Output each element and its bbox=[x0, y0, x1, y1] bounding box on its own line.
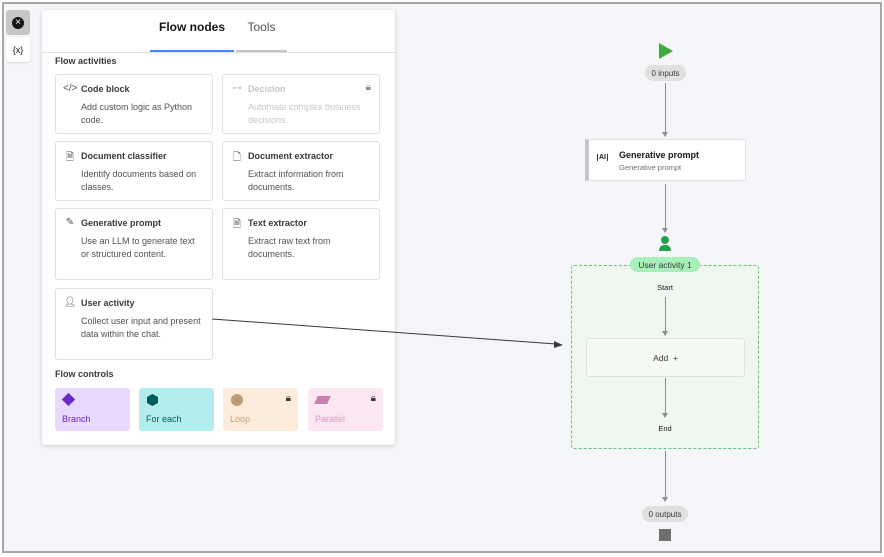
node-subtitle: Generative prompt bbox=[619, 163, 682, 172]
node-card-user-activity[interactable]: 👤︎ User activity Collect user input and … bbox=[55, 288, 213, 360]
card-title: Decision bbox=[248, 84, 286, 94]
connector bbox=[665, 184, 666, 229]
document-classifier-icon: 🗎 bbox=[65, 152, 75, 163]
inputs-pill[interactable]: 0 inputs bbox=[645, 65, 686, 81]
card-title: User activity bbox=[81, 298, 135, 308]
close-panel-button[interactable]: × bbox=[6, 10, 30, 35]
document-extractor-icon: 🗋 bbox=[232, 152, 242, 163]
add-node-button[interactable]: Add + bbox=[586, 338, 745, 377]
node-title: Generative prompt bbox=[619, 150, 700, 160]
control-loop[interactable]: Loop 🔒︎ bbox=[223, 388, 298, 431]
card-description: Automate complex business decisions. bbox=[248, 102, 361, 125]
lock-icon: 🔒︎ bbox=[370, 393, 376, 404]
outputs-pill[interactable]: 0 outputs bbox=[642, 506, 688, 522]
decision-icon: ⊶ bbox=[232, 83, 242, 94]
arrow-head bbox=[662, 132, 668, 137]
connector bbox=[665, 297, 666, 332]
node-card-generative-prompt[interactable]: ✎ Generative prompt Use an LLM to genera… bbox=[55, 208, 213, 280]
card-description: Use an LLM to generate text or structure… bbox=[81, 236, 195, 259]
arrow-head bbox=[662, 413, 668, 418]
start-play-icon[interactable] bbox=[659, 43, 673, 59]
lock-icon: 🔒︎ bbox=[365, 82, 371, 93]
variables-icon: {x} bbox=[12, 44, 24, 55]
connector bbox=[665, 378, 666, 414]
close-icon: × bbox=[12, 16, 24, 29]
connector bbox=[665, 451, 666, 498]
tab-flow-nodes[interactable]: Flow nodes bbox=[150, 19, 234, 52]
circle-icon bbox=[231, 394, 243, 406]
pencil-icon: ✎ bbox=[65, 217, 75, 228]
control-for-each[interactable]: For each bbox=[139, 388, 214, 431]
variables-button[interactable]: {x} bbox=[6, 37, 30, 62]
tab-label: Flow nodes bbox=[159, 20, 225, 34]
card-description: Extract information from documents. bbox=[248, 169, 344, 192]
card-title: Text extractor bbox=[248, 218, 307, 228]
control-label: Loop bbox=[230, 414, 251, 424]
user-icon: 👤︎ bbox=[63, 297, 77, 308]
tab-divider bbox=[42, 52, 395, 53]
tab-tools[interactable]: Tools bbox=[236, 19, 287, 52]
drag-line bbox=[211, 318, 557, 345]
control-label: Branch bbox=[62, 414, 91, 424]
text-extractor-icon: 🗎 bbox=[232, 219, 242, 230]
card-description: Identify documents based on classes. bbox=[81, 169, 197, 192]
control-parallel[interactable]: Parallel 🔒︎ bbox=[308, 388, 383, 431]
connector bbox=[665, 83, 666, 133]
tab-label: Tools bbox=[247, 20, 276, 34]
user-node-icon-body bbox=[659, 245, 671, 251]
node-card-document-classifier[interactable]: 🗎 Document classifier Identify documents… bbox=[55, 141, 213, 201]
node-card-code-block[interactable]: </> Code block Add custom logic as Pytho… bbox=[55, 74, 213, 134]
group-end-label: End bbox=[658, 424, 672, 433]
card-description: Collect user input and present data with… bbox=[81, 316, 201, 339]
drag-arrow-head bbox=[554, 341, 563, 348]
card-title: Document classifier bbox=[81, 151, 167, 161]
arrow-head bbox=[662, 331, 668, 336]
flow-activities-heading: Flow activities bbox=[55, 56, 117, 66]
card-title: Document extractor bbox=[248, 151, 334, 161]
end-stop-icon bbox=[659, 529, 671, 541]
flow-controls-heading: Flow controls bbox=[55, 369, 114, 379]
lock-icon: 🔒︎ bbox=[285, 393, 291, 404]
arrow-head bbox=[662, 497, 668, 502]
node-card-decision[interactable]: ⊶ Decision Automate complex business dec… bbox=[222, 74, 380, 134]
node-card-text-extractor[interactable]: 🗎 Text extractor Extract raw text from d… bbox=[222, 208, 380, 280]
ai-icon: AI bbox=[597, 154, 608, 161]
generative-prompt-node[interactable]: AI Generative prompt Generative prompt bbox=[585, 139, 746, 181]
arrow-head bbox=[662, 228, 668, 233]
node-card-document-extractor[interactable]: 🗋 Document extractor Extract information… bbox=[222, 141, 380, 201]
control-branch[interactable]: Branch bbox=[55, 388, 130, 431]
hexagon-icon bbox=[147, 394, 158, 406]
card-title: Generative prompt bbox=[81, 218, 162, 228]
card-description: Add custom logic as Python code. bbox=[81, 102, 193, 125]
control-label: Parallel bbox=[315, 414, 346, 424]
control-label: For each bbox=[146, 414, 182, 424]
card-title: Code block bbox=[81, 84, 130, 94]
group-start-label: Start bbox=[657, 283, 673, 292]
group-label-pill[interactable]: User activity 1 bbox=[630, 257, 700, 272]
user-node-icon bbox=[661, 236, 669, 244]
node-palette-panel: Flow nodes Tools Flow activities </> Cod… bbox=[42, 10, 395, 445]
code-icon: </> bbox=[63, 83, 78, 94]
card-description: Extract raw text from documents. bbox=[248, 236, 331, 259]
